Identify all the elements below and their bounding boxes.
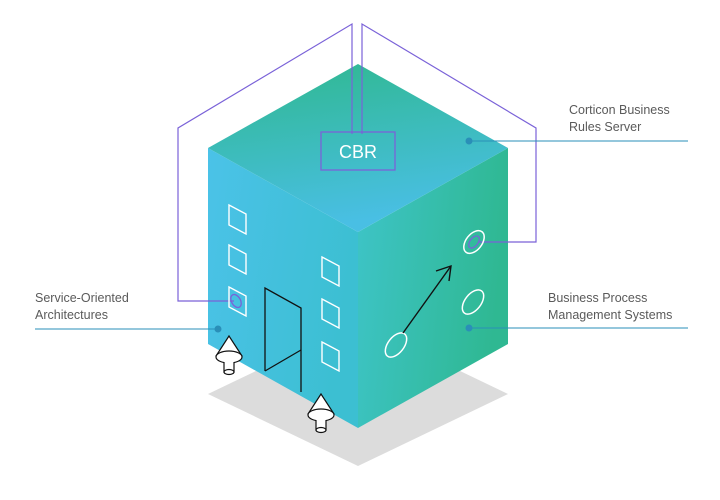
window [228, 203, 247, 236]
label-corticon-line2: Rules Server [569, 120, 641, 134]
label-soa-line2: Architectures [35, 308, 108, 322]
label-bpm-line2: Management Systems [548, 308, 672, 322]
oval-port [463, 229, 485, 255]
connector-line-rules-server [361, 22, 537, 243]
leader-dot [465, 137, 473, 145]
window [228, 285, 247, 318]
cube-right-face [358, 148, 508, 428]
window [321, 340, 340, 373]
cbr-label: CBR [339, 142, 377, 162]
oval-port [384, 332, 408, 358]
oval-port [461, 289, 485, 315]
door [264, 286, 302, 392]
window [321, 255, 340, 288]
leader-dot [465, 324, 473, 332]
leader-lines [35, 137, 688, 333]
leader-dot [214, 325, 222, 333]
cbr-box [320, 131, 396, 171]
cone-marker-icon [215, 334, 243, 376]
connector-ring-icon [230, 293, 242, 309]
arrow-icon [402, 264, 452, 334]
left-face-windows [228, 203, 340, 373]
window [321, 297, 340, 330]
label-bpm-line1: Business Process [548, 291, 647, 305]
label-soa-line1: Service-Oriented [35, 291, 129, 305]
connector-line-soa [177, 22, 353, 302]
connector-ring-icon [468, 235, 480, 249]
cube-top-face [208, 64, 508, 232]
cone-marker-icon [307, 392, 335, 434]
right-face-ovals [384, 229, 485, 358]
window [228, 243, 247, 276]
label-corticon-line1: Corticon Business [569, 103, 670, 117]
